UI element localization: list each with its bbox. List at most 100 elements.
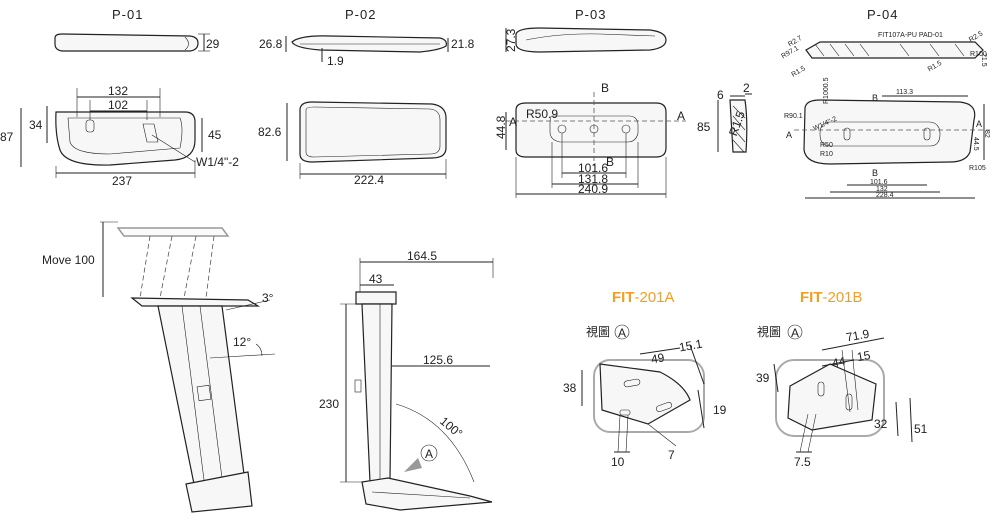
p02-dim-82-6: 82.6 [258,125,282,139]
p04-r90-1: R90.1 [784,113,803,120]
p04-dim-21-5: 21.5 [980,53,987,67]
fit201b-title: FIT-201B [800,289,863,306]
fit201a-view-label: 視圖 [586,324,610,339]
side-dim-125-6: 125.6 [423,353,453,367]
p02-dim-21-8: 21.8 [451,37,475,51]
side-dim-43: 43 [369,272,383,286]
fit201a-dim-38: 38 [563,381,577,395]
p04-r50: R50 [820,142,833,149]
p03-dim-131-8: 131.8 [578,172,608,186]
fit201a-dim-10: 10 [611,455,625,469]
p04-dim-228-4: 228.4 [876,192,894,199]
p03-title: P-03 [575,7,606,22]
side-circle-a: A [425,447,433,461]
fit201b-bracket-outline [775,359,885,437]
fit201b-bracket-body [787,363,877,431]
p03-drawing: P-03 27.3 A A B B R50.9 44.8 101.6 131.8… [494,7,752,198]
fit201b-dim-71-9: 71.9 [845,327,871,345]
armrest-3d-drawing: Move 100 3° 12° [42,221,276,513]
side-dim-230: 230 [319,397,339,411]
p03-section-a-left: A [509,115,517,129]
p04-dim-132: 132 [876,186,888,193]
p03-section-a-right: A [677,109,685,123]
p01-dim-45: 45 [208,128,222,142]
p01-dim-102: 102 [108,98,128,112]
fit201a-dim-15-1: 15.1 [678,337,704,355]
p04-section-b-top: B [872,93,878,103]
p04-drawing: P-04 FIT107A-PU PAD-01 R2.7 R97.1 R1.5 R… [780,7,990,199]
fit201a-dim-49: 49 [650,350,666,366]
side-pad [355,291,397,305]
arm-deg-3: 3° [262,291,274,305]
p04-dim-44-5: 44.5 [972,137,979,151]
p04-r10: R10 [820,151,833,158]
arm-move-label: Move 100 [42,253,95,267]
p04-r100-top: R100 [970,51,987,58]
p01-top-profile [54,33,199,52]
p04-section-a-left: A [786,130,792,140]
p01-plan-view [55,111,196,166]
p04-r1000-5: R1000.5 [823,77,830,104]
p04-dim-82: 82 [983,130,990,138]
fit201b-dim-15: 15 [856,348,872,364]
fit201a-bracket-body [599,363,691,425]
p03-dim-240-9: 240.9 [578,182,608,196]
p04-r1-5-right: R1.5 [927,60,943,74]
p02-plan-view [299,101,447,163]
fit201a-drawing: FIT-201A 視圖 A 49 15.1 38 19 10 7 [563,289,727,469]
fit201b-circle-a: A [791,326,799,340]
fit201a-dim-19: 19 [713,403,727,417]
p01-dim-87: 87 [0,130,14,144]
fit201a-circle-a: A [618,326,626,340]
fit201b-view-label: 視圖 [757,324,781,339]
p03-dim-85: 85 [697,120,711,134]
p01-dim-237: 237 [112,174,132,188]
side-post [361,303,393,483]
p03-r50-9: R50.9 [526,107,558,121]
p02-dim-1-9: 1.9 [327,54,344,68]
side-deg-100: 100° [437,414,465,441]
p04-r2-5: R2.5 [968,30,984,44]
p01-dim-132: 132 [108,84,128,98]
p03-dim-44-8: 44.8 [494,115,508,139]
view-a-arrow [404,458,422,472]
p02-title: P-02 [345,7,376,22]
p03-dim-6: 6 [717,88,724,102]
p03-top-profile [515,27,667,53]
p04-r105: R105 [969,165,986,172]
fit201a-dim-7: 7 [668,448,675,462]
p04-dim-101-6: 101.6 [870,179,888,186]
fit201a-bracket-outline [593,359,705,433]
p01-dim-34: 34 [29,118,43,132]
p04-section-a-right: A [976,119,982,129]
p03-dim-2: 2 [743,81,750,95]
p02-dim-26-8: 26.8 [259,37,283,51]
arm-deg-12: 12° [233,335,251,349]
p04-part-label: FIT107A-PU PAD-01 [878,32,943,39]
fit201b-dim-44: 44 [831,354,847,370]
fit201b-drawing: FIT-201B 視圖 A 71.9 44 15 39 32 51 7.5 [756,289,928,469]
p02-dim-222-4: 222.4 [354,173,384,187]
p01-screw-label: W1/4"-2 [196,155,239,169]
p04-section-b-bottom: B [872,168,878,178]
p04-dim-113-3: 113.3 [896,89,913,96]
p03-section-b-bottom: B [606,155,614,169]
p04-top-profile [805,41,984,59]
p01-drawing: P-01 29 132 102 34 87 45 237 W1/4"-2 [0,7,239,188]
p03-dim-27-3: 27.3 [504,28,518,52]
p04-plan-view [803,99,976,165]
p03-plan-view [515,102,667,158]
p01-dim-29: 29 [206,37,220,51]
armrest-ghost-top-position [116,227,230,237]
p04-title: P-04 [867,7,898,22]
fit201b-dim-51: 51 [914,422,928,436]
fit201b-dim-39: 39 [756,371,770,385]
fit201b-dim-7-5: 7.5 [794,455,811,469]
side-base [361,477,493,511]
armrest-base-bracket [185,471,253,513]
p01-title: P-01 [112,7,143,22]
armrest-pad [130,297,261,307]
p03-dim-101-6: 101.6 [578,161,608,175]
fit201b-dim-32: 32 [874,417,888,431]
